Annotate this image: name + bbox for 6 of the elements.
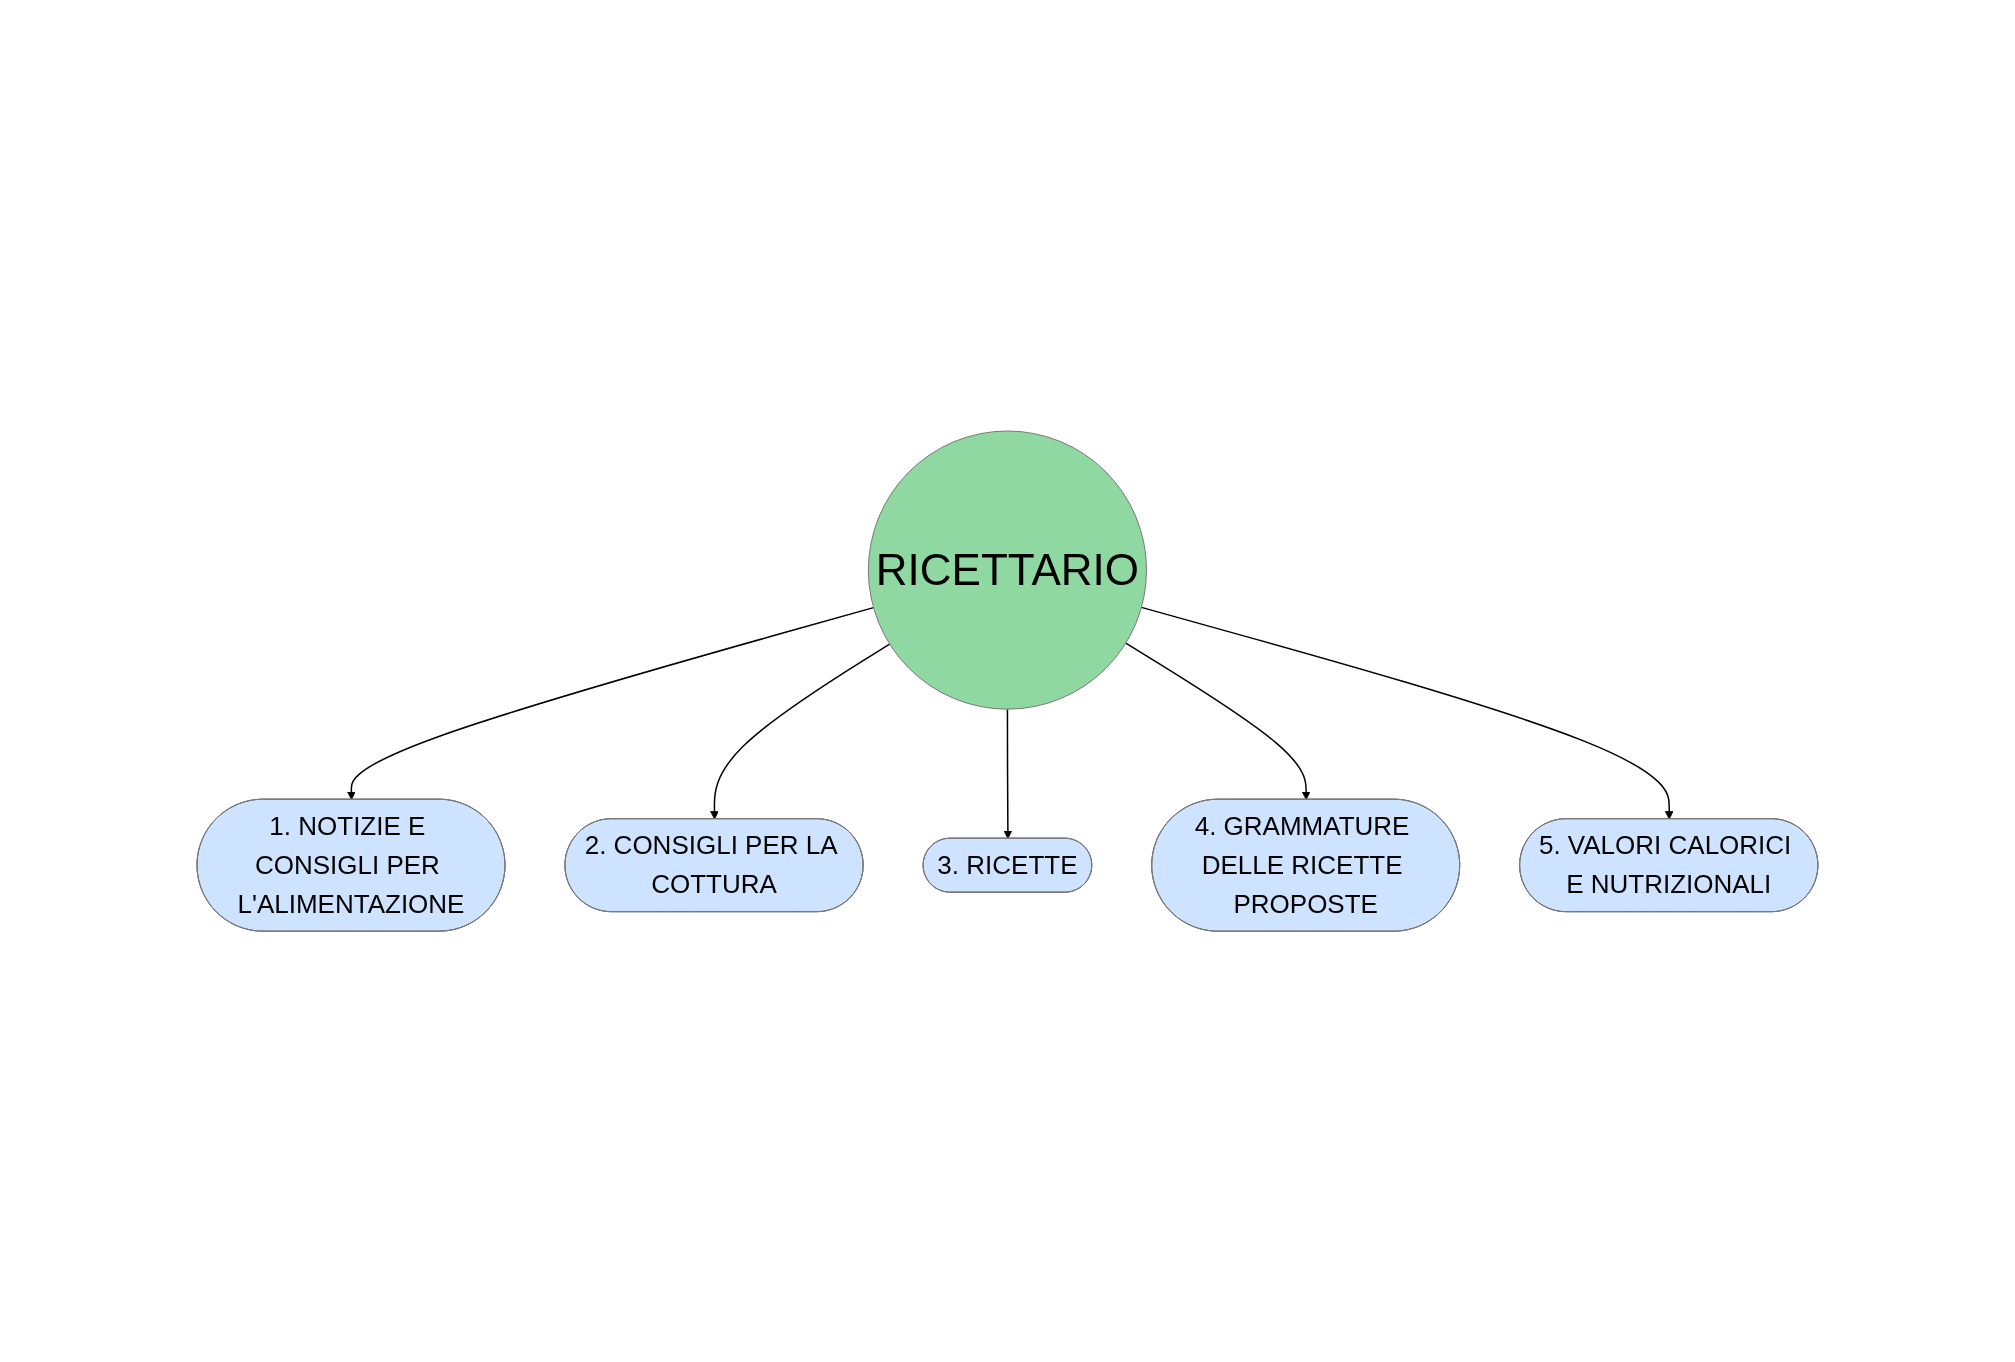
arrow [347,606,875,800]
arrow [1125,642,1311,800]
node-circle: RICETTARIO [867,430,1148,710]
arrow [1140,606,1674,820]
arrow [710,643,891,820]
arrow [1003,708,1013,839]
